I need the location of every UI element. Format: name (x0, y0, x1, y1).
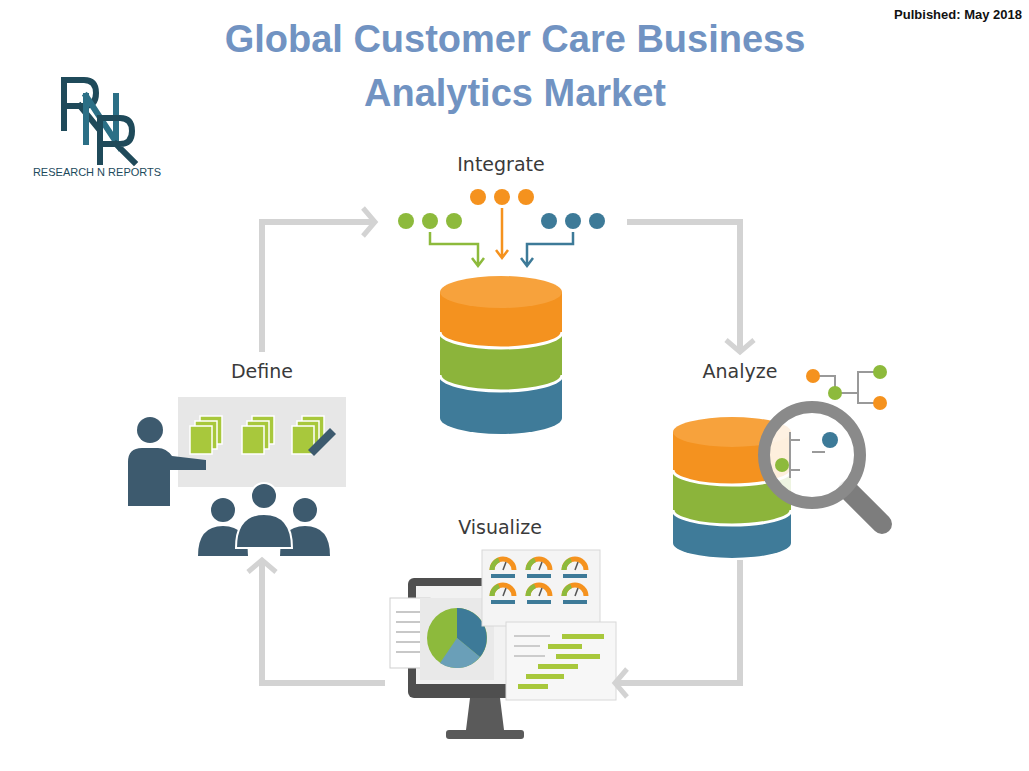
stage-node: Integrate (375, 145, 627, 435)
title: Global Customer Care Business Analytics … (175, 12, 855, 120)
gauge-bar (491, 600, 515, 604)
gauge-needle (539, 588, 542, 596)
gauge (528, 586, 535, 596)
gauge (492, 586, 499, 596)
visualize-icon (390, 550, 616, 739)
gauge-bar (527, 600, 551, 604)
cycle-arrow (615, 560, 740, 683)
cycle-arrow (627, 222, 740, 352)
gauge (528, 560, 535, 570)
gauge-bar (491, 574, 515, 578)
publish-date: Pulbished: May 2018 (860, 7, 1022, 22)
gauge-needle (503, 588, 506, 596)
stage-label: Integrate (375, 145, 627, 175)
stage-node: Define (147, 352, 377, 560)
gauge (564, 560, 571, 570)
gauge (492, 585, 514, 596)
stage-label: Analyze (640, 352, 840, 382)
stage-label: Define (147, 352, 377, 382)
gauge-needle (539, 562, 542, 570)
gauge (564, 559, 586, 570)
gauge-needle (575, 562, 578, 570)
stage-node: Analyze (640, 352, 840, 560)
logo-mark (64, 80, 134, 162)
cycle-arrow (262, 222, 375, 352)
gauge (528, 559, 550, 570)
gauge-bar (563, 600, 587, 604)
gauge-needle (575, 588, 578, 596)
gauge-bar (527, 574, 551, 578)
define-icon (128, 397, 346, 556)
analyze-icon (673, 365, 887, 558)
gauge (564, 586, 571, 596)
gauge (492, 559, 514, 570)
gauge-bar (563, 574, 587, 578)
gauge-needle (503, 562, 506, 570)
gauge (564, 585, 586, 596)
cycle-arrow (262, 560, 385, 683)
stage-label: Visualize (385, 508, 615, 538)
stage-node: Visualize (385, 508, 615, 746)
logo-text: RESEARCH N REPORTS (22, 166, 172, 178)
gauge (528, 585, 550, 596)
integrate-icon (398, 189, 605, 434)
gauge (492, 560, 499, 570)
